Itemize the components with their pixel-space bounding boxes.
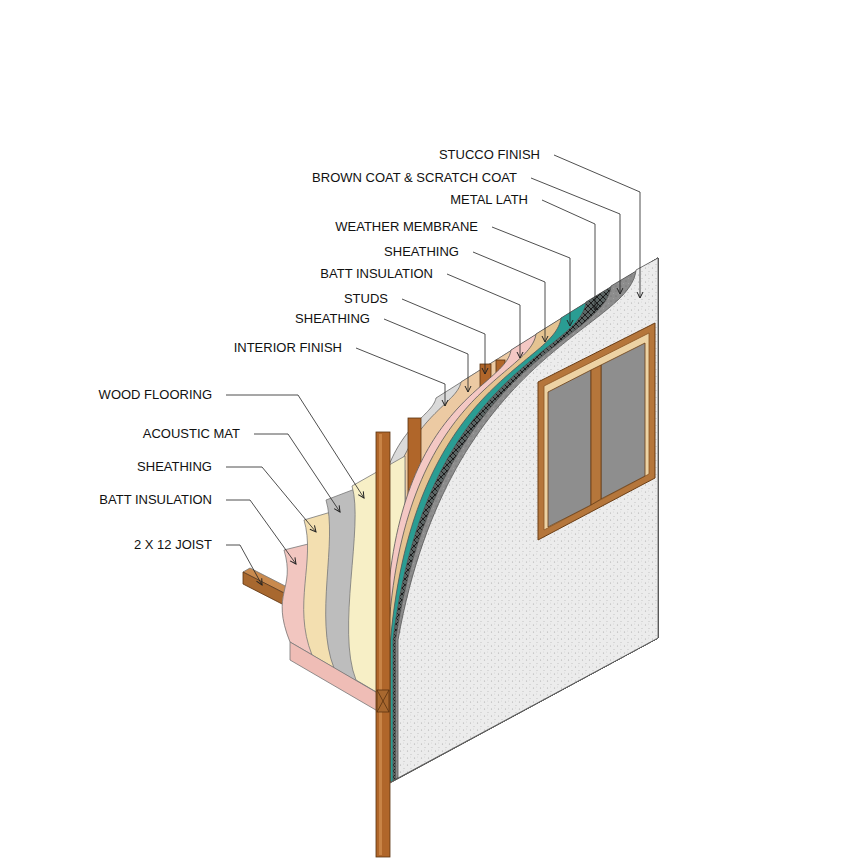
callout-label: WOOD FLOORING: [99, 387, 212, 402]
interior-finish-layer: [373, 258, 658, 789]
joist-end-cross: [377, 690, 389, 712]
stud: [376, 432, 390, 857]
callout-label: ACOUSTIC MAT: [143, 426, 240, 441]
callout-label: INTERIOR FINISH: [234, 340, 342, 355]
interior-sheathing-layer: [379, 258, 658, 788]
leader-line: [542, 200, 595, 310]
callout-label: SHEATHING: [384, 244, 459, 259]
leader-line: [226, 545, 262, 585]
leader-line: [554, 155, 640, 298]
leader-line: [226, 500, 296, 564]
leader-line: [447, 274, 520, 358]
window-reveal: [544, 333, 649, 530]
leader-lines: [226, 155, 640, 585]
callout-label: BROWN COAT & SCRATCH COAT: [312, 170, 517, 185]
callout-label: 2 X 12 JOIST: [134, 537, 212, 552]
wall-layers-inner: [373, 258, 658, 789]
window-pane: [548, 370, 591, 527]
callout-label: METAL LATH: [450, 192, 528, 207]
post: [376, 432, 390, 857]
leader-line: [473, 252, 545, 342]
brown-coat-layer: [396, 258, 659, 779]
joist-end: [377, 690, 389, 712]
callout-label: WEATHER MEMBRANE: [335, 219, 478, 234]
leader-line: [402, 299, 485, 374]
window: [538, 323, 655, 540]
leader-line: [226, 395, 364, 498]
leader-line: [226, 467, 316, 532]
window-mullion: [591, 365, 601, 505]
callout-label: BATT INSULATION: [320, 266, 433, 281]
stucco-face: [398, 258, 658, 778]
leader-line: [384, 319, 468, 392]
callout-label: SHEATHING: [295, 311, 370, 326]
joist-board: [243, 572, 286, 606]
callout-label: STUDS: [344, 291, 388, 306]
window-frame: [538, 323, 655, 540]
weather-membrane-layer: [391, 258, 659, 782]
stud-highlight: [379, 434, 382, 855]
callout-label: BATT INSULATION: [99, 492, 212, 507]
leader-line: [356, 348, 445, 406]
metal-lath-layer: [393, 258, 658, 781]
callout-label: SHEATHING: [137, 459, 212, 474]
sheathing-layer: [388, 258, 658, 784]
leader-line: [531, 178, 620, 294]
callout-label: STUCCO FINISH: [439, 147, 540, 162]
window-pane: [601, 343, 645, 499]
